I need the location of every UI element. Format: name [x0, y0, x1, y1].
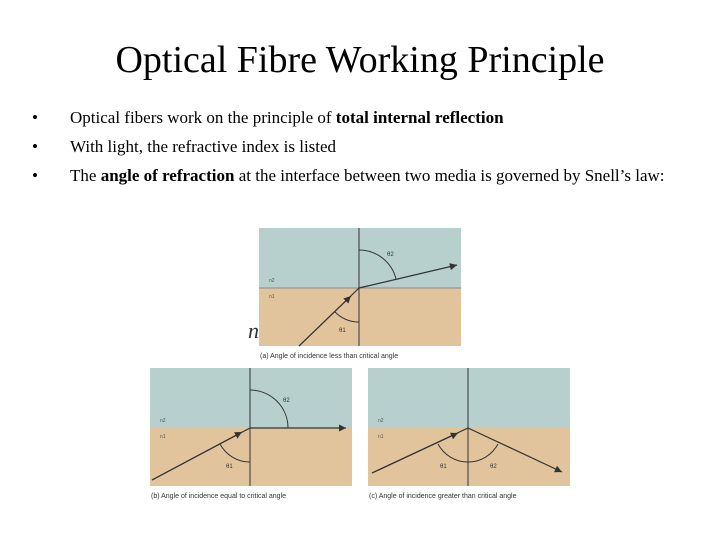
diagram-caption: (a) Angle of incidence less than critica… [260, 353, 398, 360]
angle-arc-theta1 [334, 311, 360, 323]
n2-label: n2 [160, 418, 166, 424]
angle-arc-theta2 [358, 249, 397, 280]
refracted-ray [358, 263, 458, 289]
slide-title: Optical Fibre Working Principle [115, 39, 605, 81]
angle-arc-theta2 [467, 443, 499, 463]
diagram-caption: (b) Angle of incidence equal to critical… [151, 493, 286, 500]
bullet-list: Optical fibers work on the principle of … [32, 108, 692, 186]
theta2-label: θ2 [387, 252, 394, 258]
n2-label: n2 [269, 278, 275, 284]
upper-medium [259, 228, 461, 288]
diagram-c-total-internal-reflection: θ1 θ2 n2 n1 (c) Angle of incidence great… [368, 368, 570, 500]
lower-medium [368, 428, 570, 486]
angle-arc-theta1 [437, 443, 469, 463]
n1-label: n1 [269, 294, 275, 300]
theta2-label: θ2 [283, 398, 290, 404]
reflected-ray [467, 427, 563, 473]
diagram-caption: (c) Angle of incidence greater than crit… [369, 493, 517, 500]
bullet-item: With light, the refractive index is list… [32, 137, 692, 157]
bullet-item: Optical fibers work on the principle of … [32, 108, 692, 128]
diagram-b-critical-angle: θ2 θ1 n2 n1 (b) Angle of incidence equal… [150, 368, 352, 500]
upper-medium [150, 368, 352, 428]
angle-arc-theta1 [219, 443, 251, 463]
n1-label: n1 [160, 434, 166, 440]
incident-arrow [371, 432, 459, 474]
n1-label: n1 [378, 434, 384, 440]
n2-label: n2 [378, 418, 384, 424]
equation-fragment: n [248, 318, 259, 343]
upper-medium [368, 368, 570, 428]
incident-arrow [151, 431, 243, 481]
theta1-label: θ1 [226, 464, 233, 470]
theta2-label: θ2 [490, 464, 497, 470]
theta1-label: θ1 [440, 464, 447, 470]
lower-medium [259, 288, 461, 346]
bullet-item: The angle of refraction at the interface… [32, 166, 692, 186]
diagram-a-refraction: θ2 θ1 n2 n1 (a) Angle of incidence less … [259, 228, 461, 360]
angle-arc-theta2 [249, 389, 289, 429]
lower-medium [150, 428, 352, 486]
incident-arrow [298, 295, 352, 347]
theta1-label: θ1 [339, 328, 346, 334]
